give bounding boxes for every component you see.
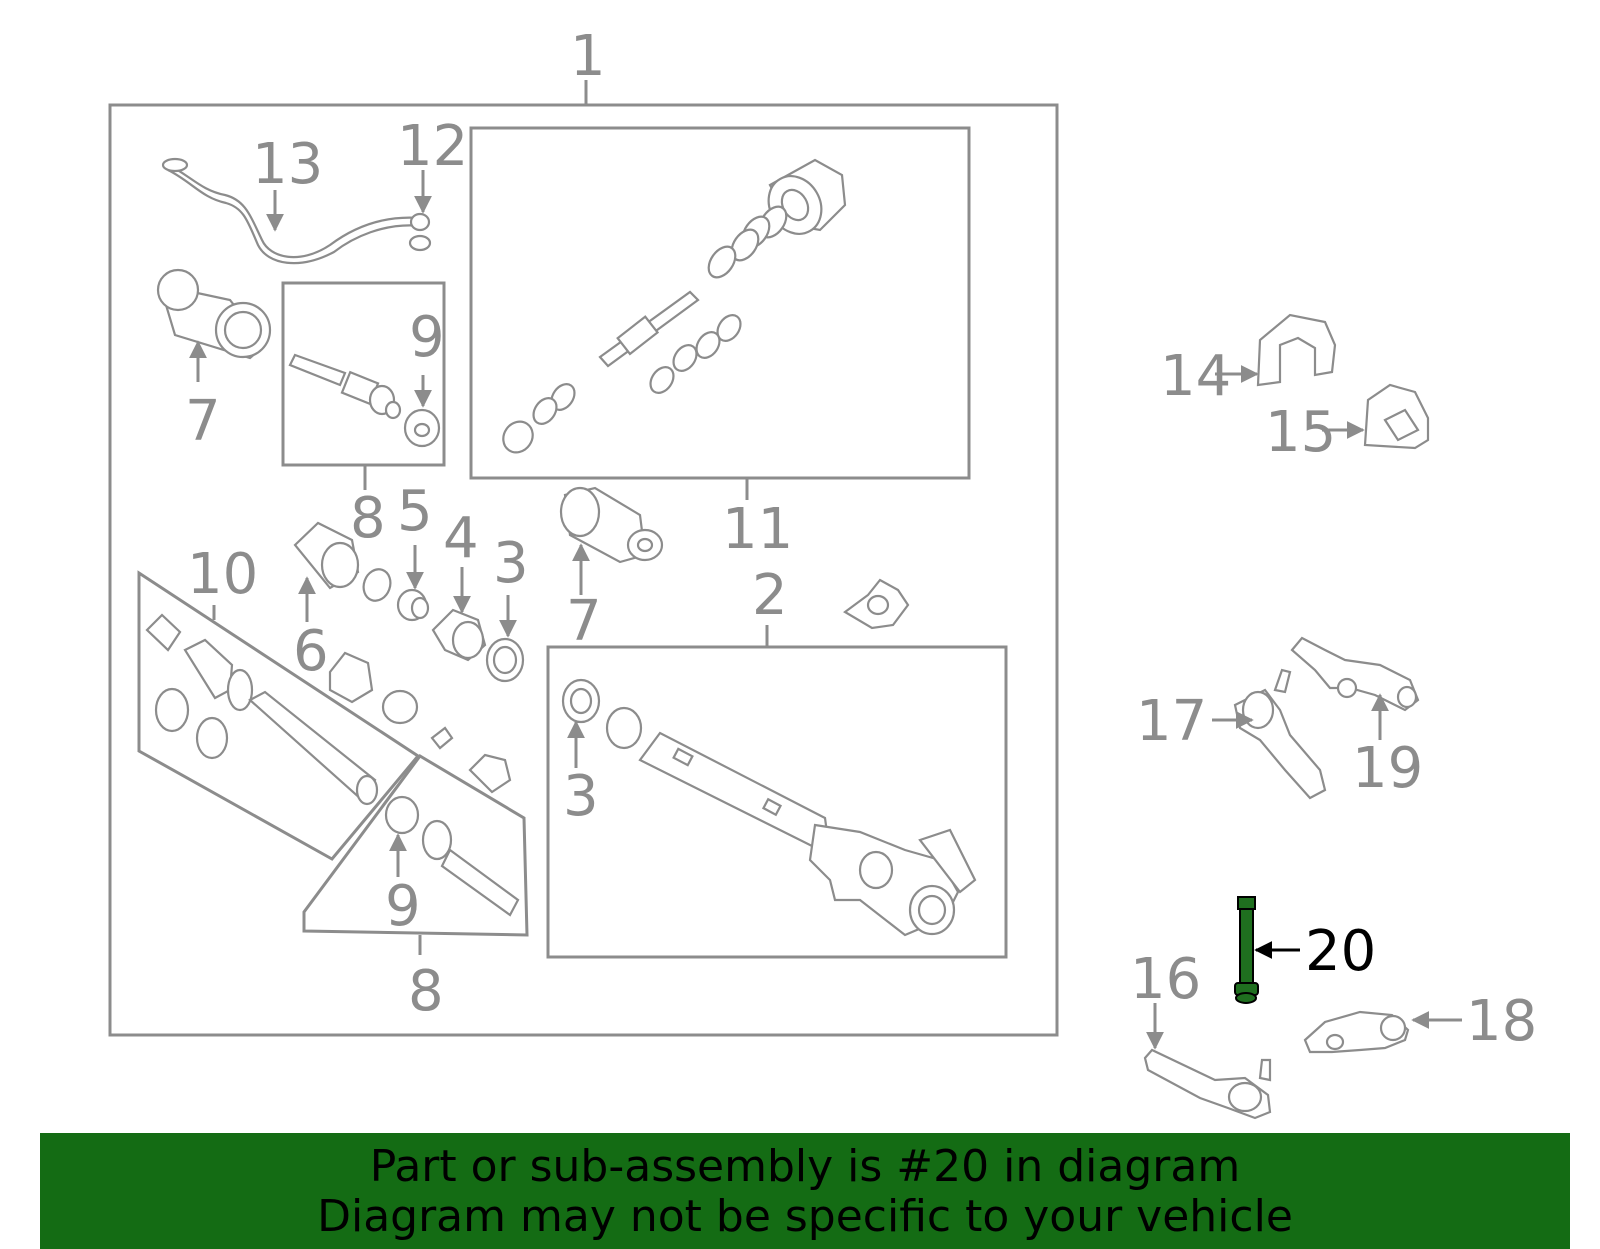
washer-part-9-upper — [403, 408, 441, 448]
nut-part-5 — [396, 588, 430, 622]
callout-17: 17 — [1136, 689, 1207, 754]
info-banner: Part or sub-assembly is #20 in diagram D… — [40, 1133, 1570, 1249]
callout-8-lower: 8 — [408, 959, 444, 1024]
subassembly-box-2 — [546, 645, 1008, 959]
bolt-part-20[interactable] — [1234, 896, 1259, 1004]
callout-7-upper: 7 — [185, 389, 221, 454]
rack-components-part-10 — [145, 613, 379, 806]
callout-10: 10 — [187, 542, 258, 607]
tie-rod-end-part-16 — [1143, 1048, 1272, 1120]
callout-7-lower: 7 — [566, 589, 602, 654]
callout-2: 2 — [752, 563, 788, 628]
washer-part-9-lower — [384, 795, 420, 835]
callout-13: 13 — [252, 132, 323, 197]
o-ring-near-2 — [605, 706, 643, 750]
callout-16: 16 — [1130, 947, 1201, 1012]
bushing-part-7-lower — [559, 486, 664, 564]
steering-arm-part-18 — [1303, 1010, 1410, 1054]
bracket-part-14 — [1256, 313, 1337, 387]
o-ring-near-6 — [362, 568, 392, 602]
callout-19: 19 — [1352, 736, 1423, 801]
clamp-bracket — [843, 578, 910, 630]
o-ring-part-3-lower — [561, 678, 601, 724]
bushing-part-7-upper — [156, 268, 272, 360]
callout-14: 14 — [1160, 344, 1231, 409]
grommet — [328, 651, 374, 704]
callout-6: 6 — [293, 619, 329, 684]
cap — [381, 689, 419, 725]
valve-body-part-11 — [502, 158, 847, 454]
callout-3-lower: 3 — [563, 764, 599, 829]
pressure-line-part-13 — [161, 157, 432, 265]
subassembly-box-11 — [469, 126, 971, 480]
callout-3-upper: 3 — [493, 531, 529, 596]
inner-tie-rod-lower — [421, 819, 520, 917]
main-assembly-panel — [108, 103, 1059, 1037]
o-ring-part-3-upper — [485, 637, 525, 683]
bushing-part-15 — [1363, 383, 1430, 450]
bushing-part-6 — [293, 521, 360, 590]
banner-line-2: Diagram may not be specific to your vehi… — [317, 1191, 1293, 1242]
callout-20[interactable]: 20 — [1305, 919, 1376, 984]
callout-8-upper: 8 — [350, 486, 386, 551]
outer-tie-rod-end-part-17 — [1233, 668, 1327, 800]
callout-9-upper: 9 — [409, 305, 445, 370]
callout-9-lower: 9 — [385, 874, 421, 939]
callout-18: 18 — [1466, 989, 1537, 1054]
callout-11: 11 — [722, 497, 793, 562]
housing-part-2 — [638, 731, 977, 937]
callout-4: 4 — [443, 506, 479, 571]
bushing-part-4 — [431, 608, 487, 662]
subassembly-box-10 — [137, 570, 421, 861]
callout-1: 1 — [570, 24, 606, 89]
callout-5: 5 — [397, 479, 433, 544]
inner-tie-rod-upper — [288, 353, 402, 420]
subassembly-box-8-lower — [302, 754, 529, 937]
callout-12: 12 — [397, 114, 468, 179]
plug — [468, 753, 512, 794]
spring — [430, 726, 454, 750]
banner-line-1: Part or sub-assembly is #20 in diagram — [369, 1141, 1241, 1192]
callout-15: 15 — [1265, 400, 1336, 465]
steering-arm-part-19 — [1290, 636, 1420, 712]
